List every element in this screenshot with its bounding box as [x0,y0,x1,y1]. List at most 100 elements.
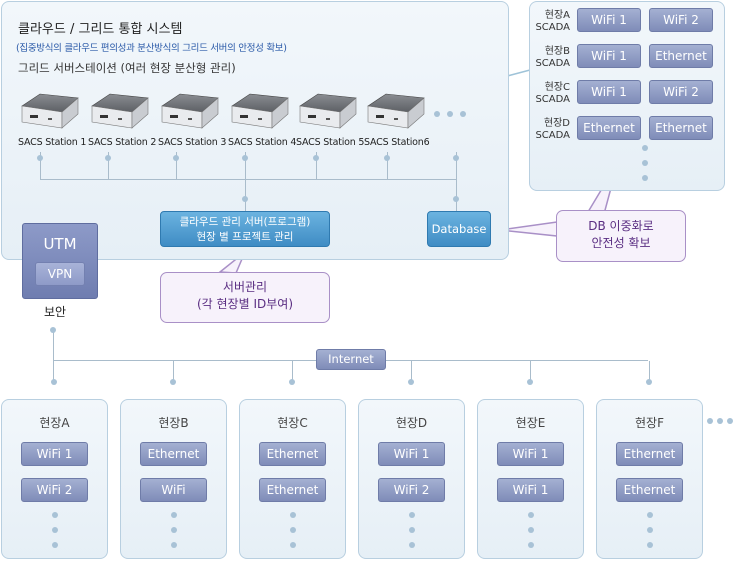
site-more-dot [409,512,415,518]
station-label: SACS Station 4 [228,137,297,148]
site-link-chip[interactable]: WiFi 1 [497,478,564,502]
scada-link-chip[interactable]: Ethernet [649,116,713,140]
site-link-chip[interactable]: Ethernet [259,442,326,466]
station-device-icon[interactable] [88,88,150,134]
station-device-icon[interactable] [18,88,80,134]
utm-box[interactable]: UTM VPN [22,223,98,299]
site-more-dot [528,512,534,518]
site-link-chip[interactable]: WiFi 2 [21,478,88,502]
grid-caption: 그리드 서버스테이션 (여러 현장 분산형 관리) [18,61,236,75]
bus-tick [245,152,246,180]
site-panel: 현장D WiFi 1 WiFi 2 [358,399,465,559]
site-more-dot [647,542,653,548]
scada-link-chip[interactable]: Ethernet [649,44,713,68]
scada-link-chip[interactable]: WiFi 1 [577,8,641,32]
site-title: 현장B [158,416,189,430]
site-link-chip[interactable]: WiFi 2 [378,478,445,502]
bus-dot [453,196,459,202]
bus-dot [37,155,43,161]
site-title: 현장E [515,416,546,430]
station-label: SACS Station 3 [158,137,227,148]
scada-more-dot [642,145,648,151]
site-drop-dot [51,379,57,385]
site-more-dot [52,512,58,518]
scada-more-dot [642,175,648,181]
system-subtitle: (집중방식의 클라우드 편의성과 분산방식의 그리드 서버의 안정성 확보) [16,43,287,54]
bus-dot [313,155,319,161]
more-stations-dot [447,111,453,117]
site-drop-dot [289,379,295,385]
site-more-dot [528,542,534,548]
site-drop-line [530,361,531,383]
site-more-dot [409,527,415,533]
scada-link-chip[interactable]: WiFi 2 [649,80,713,104]
site-drop-line [411,361,412,383]
site-link-chip[interactable]: Ethernet [616,442,683,466]
station-label: SACS Station 2 [88,137,157,148]
site-drop-dot [408,379,414,385]
site-link-chip[interactable]: Ethernet [140,442,207,466]
site-link-chip[interactable]: WiFi 1 [21,442,88,466]
site-link-chip[interactable]: WiFi [140,478,207,502]
server-line2: 현장 별 프로젝트 관리 [196,231,294,243]
station-device-icon[interactable] [364,88,426,134]
station-label: SACS Station 5 [296,137,365,148]
site-drop-line [649,361,650,383]
backbone-dot [50,327,56,333]
db-dup-callout: DB 이중화로 안전성 확보 [556,210,686,262]
site-more-dot [290,542,296,548]
bus-tick [316,152,317,180]
site-more-dot [171,542,177,548]
bus-tick [456,152,457,180]
vpn-badge: VPN [35,262,85,286]
site-title: 현장A [39,416,70,430]
bus-dot [453,155,459,161]
db-dup-line2: 안전성 확보 [591,236,651,250]
station-label: SACS Station6 [364,137,430,148]
server-line1: 클라우드 관리 서버(프로그램) [179,216,311,228]
site-more-dot [290,527,296,533]
utm-drop-line [53,330,54,383]
bus-dot [384,155,390,161]
site-link-chip[interactable]: Ethernet [616,478,683,502]
server-mgmt-line1: 서버관리 [222,280,268,294]
bus-tick [40,152,41,180]
db-dup-line1: DB 이중화로 [588,219,654,233]
site-link-chip[interactable]: WiFi 1 [497,442,564,466]
bus-dot [105,155,111,161]
station-device-icon[interactable] [228,88,290,134]
scada-link-chip[interactable]: WiFi 1 [577,44,641,68]
site-more-dot [171,527,177,533]
scada-more-dot [642,160,648,166]
cloud-server-box[interactable]: 클라우드 관리 서버(프로그램) 현장 별 프로젝트 관리 [160,211,330,247]
scada-link-chip[interactable]: WiFi 2 [649,8,713,32]
utm-caption: 보안 [44,305,67,319]
site-title: 현장D [395,416,428,430]
bus-tick [387,152,388,180]
station-label: SACS Station 1 [18,137,87,148]
site-drop-dot [170,379,176,385]
more-sites-dot [717,418,723,424]
site-drop-line [173,361,174,383]
bus-tick [176,152,177,180]
site-title: 현장C [277,416,308,430]
station-device-icon[interactable] [158,88,220,134]
internet-label: Internet [316,349,386,370]
station-device-icon[interactable] [296,88,358,134]
scada-link-chip[interactable]: Ethernet [577,116,641,140]
site-link-chip[interactable]: WiFi 1 [378,442,445,466]
site-drop-dot [527,379,533,385]
more-stations-dot [434,111,440,117]
bus-dot [242,196,248,202]
more-sites-dot [727,418,733,424]
scada-link-chip[interactable]: WiFi 1 [577,80,641,104]
database-box[interactable]: Database [427,211,491,247]
site-panel: 현장E WiFi 1 WiFi 1 [477,399,584,559]
site-link-chip[interactable]: Ethernet [259,478,326,502]
system-title: 클라우드 / 그리드 통합 시스템 [18,22,183,37]
